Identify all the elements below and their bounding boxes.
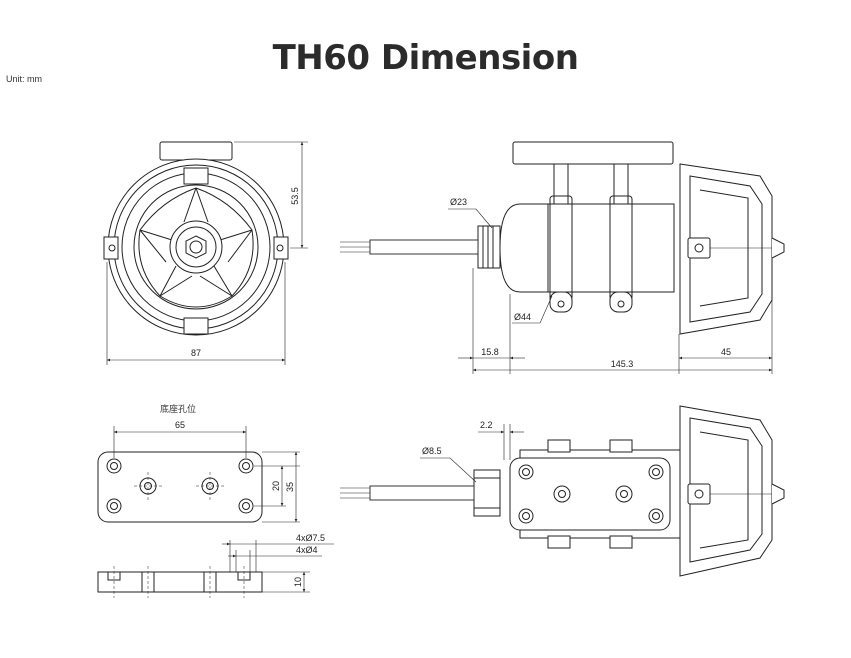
top-gap-label: 2.2 [480, 420, 493, 430]
top-view-dimensions [420, 424, 524, 483]
top-d85-label: Ø8.5 [422, 446, 442, 456]
base-hole-small-label: 4xØ4 [296, 545, 318, 555]
side-length-label: 145.3 [611, 359, 634, 369]
page-title: TH60 Dimension [272, 38, 579, 78]
base-hole-large-label: 4xØ7.5 [296, 533, 325, 543]
base-outer-label: 35 [285, 482, 295, 492]
base-plate-heading: 底座孔位 [160, 403, 196, 415]
base-inner-label: 20 [271, 481, 281, 491]
front-width-label: 87 [191, 348, 201, 358]
side-d23-label: Ø23 [450, 197, 467, 207]
top-view [340, 405, 785, 577]
base-side-dimensions [222, 540, 334, 593]
side-rear-label: 45 [721, 347, 731, 357]
side-d44-label: Ø44 [514, 312, 531, 322]
base-plate-side-view [97, 566, 263, 598]
front-view-dimensions [106, 141, 308, 365]
base-thickness-label: 10 [293, 577, 303, 587]
base-plate-top-view [97, 451, 263, 523]
front-height-label: 53.5 [290, 187, 300, 205]
side-view [340, 141, 785, 335]
front-view [103, 141, 289, 336]
base-plate-dimensions [113, 426, 300, 523]
side-view-dimensions [448, 208, 773, 374]
unit-label: Unit: mm [6, 74, 42, 84]
base-spacing-label: 65 [175, 420, 185, 430]
side-offset-label: 15.8 [481, 347, 499, 357]
